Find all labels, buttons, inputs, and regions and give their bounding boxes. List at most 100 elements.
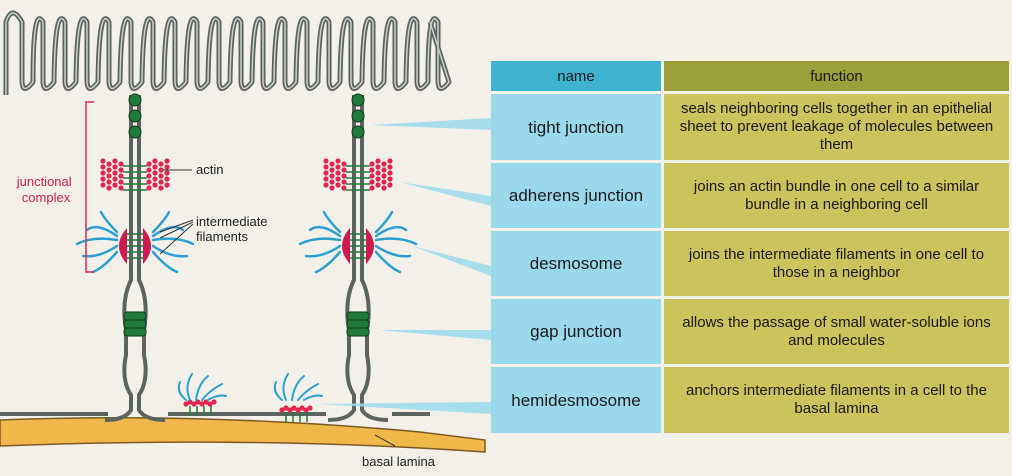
callout-wedge	[400, 182, 491, 206]
tight-junction-bead	[128, 109, 142, 123]
intermediate-filament	[374, 237, 418, 246]
junctional-complex-bracket	[85, 101, 94, 273]
actin-dot	[112, 170, 118, 176]
tight-junction-bead	[128, 93, 142, 107]
junction-table: name function tight junction seals neigh…	[491, 61, 1009, 433]
actin-dot	[100, 164, 106, 170]
actin-dot	[341, 185, 347, 191]
actin-dot	[106, 167, 112, 173]
actin-dot	[164, 158, 170, 164]
hemidesmosome-plaque-dot	[187, 399, 193, 405]
hemidesmosome-filament	[177, 381, 187, 401]
actin-dot	[106, 185, 112, 191]
actin-dot	[369, 161, 375, 167]
hemidesmosome-plaque-dot	[307, 405, 313, 411]
actin-dot	[381, 185, 387, 191]
actin-dot	[158, 161, 164, 167]
actin-dot	[341, 167, 347, 173]
actin-dot	[158, 179, 164, 185]
intermediate-filament	[374, 250, 402, 274]
row-function: joins the intermediate filaments in one …	[664, 231, 1009, 296]
actin-dot	[158, 173, 164, 179]
intermediate-filament	[304, 244, 342, 258]
actin-dot	[341, 161, 347, 167]
actin-dot	[387, 182, 393, 188]
hemidesmosome-plaque-dot	[287, 407, 293, 413]
table-row: desmosome joins the intermediate filamen…	[491, 231, 1009, 296]
actin-dot	[335, 158, 341, 164]
table-row: hemidesmosome anchors intermediate filam…	[491, 367, 1009, 433]
gap-junction-channel	[346, 327, 370, 337]
actin-dot	[112, 158, 118, 164]
function-header: function	[664, 61, 1009, 91]
gap-junction-channel	[346, 319, 370, 329]
intermediate-filament	[151, 244, 189, 258]
basal-lamina-leader	[374, 434, 396, 447]
tight-junction-bead	[128, 125, 142, 139]
actin-dot	[375, 182, 381, 188]
callout-wedge	[378, 330, 491, 340]
actin-dot	[329, 173, 335, 179]
tight-junction-bead	[351, 125, 365, 139]
intermediate-filament	[151, 210, 171, 234]
actin-dot	[329, 179, 335, 185]
intermediate-filament	[374, 210, 394, 234]
actin-dot	[341, 179, 347, 185]
intermediate-filament	[308, 225, 342, 238]
filaments-leader	[159, 219, 194, 255]
actin-dot	[375, 176, 381, 182]
gap-junction-channel	[123, 327, 147, 337]
actin-dot	[152, 164, 158, 170]
name-header: name	[491, 61, 661, 91]
intermediate-filament	[75, 237, 119, 246]
row-function: joins an actin bundle in one cell to a s…	[664, 163, 1009, 228]
actin-dot	[323, 176, 329, 182]
actin-label: actin	[196, 162, 223, 177]
lateral-membrane	[104, 95, 166, 422]
actin-dot	[323, 182, 329, 188]
intermediate-filament	[85, 225, 119, 238]
actin-dot	[118, 161, 124, 167]
actin-dot	[118, 185, 124, 191]
actin-dot	[323, 164, 329, 170]
actin-dot	[369, 179, 375, 185]
hemidesmosome-plaque-dot	[295, 407, 301, 413]
hemidesmosome-plaque-dot	[291, 405, 297, 411]
actin-dot	[329, 161, 335, 167]
row-name: hemidesmosome	[491, 367, 661, 433]
actin-dot	[158, 167, 164, 173]
row-name: tight junction	[491, 94, 661, 160]
actin-dot	[100, 158, 106, 164]
table-row: gap junction allows the passage of small…	[491, 299, 1009, 364]
hemidesmosome-plaque-dot	[199, 401, 205, 407]
callout-wedge	[370, 118, 491, 130]
actin-dot	[146, 173, 152, 179]
row-name: gap junction	[491, 299, 661, 364]
hemidesmosome-filament	[186, 373, 193, 401]
actin-dot	[335, 182, 341, 188]
actin-dot	[164, 182, 170, 188]
desmosome-plaque	[143, 228, 151, 264]
callout-wedge	[318, 402, 491, 414]
hemidesmosome-filament	[195, 375, 209, 401]
actin-dot	[381, 179, 387, 185]
actin-dot	[118, 167, 124, 173]
row-function: anchors intermediate filaments in a cell…	[664, 367, 1009, 433]
hemidesmosome-filament	[282, 373, 289, 401]
intermediate-filament	[314, 250, 342, 274]
actin-dot	[146, 167, 152, 173]
actin-dot	[329, 167, 335, 173]
actin-dot	[118, 173, 124, 179]
hemidesmosome-filament	[207, 394, 227, 401]
hemidesmosome-plaque-dot	[303, 407, 309, 413]
hemidesmosome-plaque-dot	[207, 401, 213, 407]
tight-junction-bead	[351, 109, 365, 123]
actin-dot	[146, 161, 152, 167]
intermediate-filament	[151, 237, 195, 246]
actin-dot	[323, 170, 329, 176]
tight-junction-bead	[351, 93, 365, 107]
callout-pointers	[318, 118, 491, 414]
actin-dot	[387, 158, 393, 164]
actin-dot	[106, 161, 112, 167]
intermediate-filament	[99, 210, 119, 234]
